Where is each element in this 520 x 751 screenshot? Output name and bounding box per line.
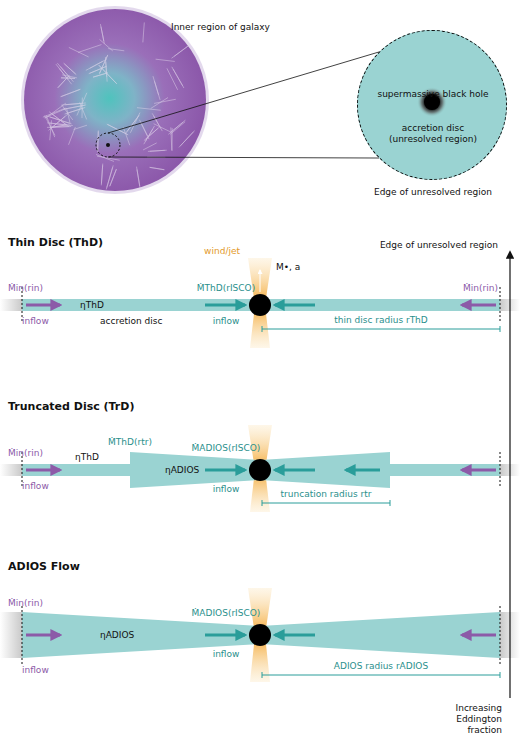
panel-title: ADIOS Flow — [8, 560, 80, 574]
annotation: M•, a — [276, 262, 300, 273]
annotation: Edge of unresolved region — [380, 240, 498, 251]
annotation: inflow — [213, 484, 240, 495]
panel-title: Thin Disc (ThD) — [8, 236, 103, 250]
node-label: supermassive black hole — [373, 89, 493, 100]
unresolved-region-circle: supermassive black hole accretion disc (u… — [357, 30, 507, 180]
annotation: inflow — [213, 316, 240, 327]
annotation: ṀThD(rtr) — [108, 437, 152, 448]
annotation: Increasing Eddington fraction — [430, 703, 502, 736]
annotation: ṀThD(rISCO) — [197, 283, 255, 294]
annotation: accretion disc — [100, 316, 162, 327]
panel-title: Truncated Disc (TrD) — [8, 400, 134, 414]
annotation: Ṁin(rin) — [463, 283, 498, 294]
node-label: Edge of unresolved region — [363, 187, 503, 198]
annotation: wind/jet — [204, 246, 240, 257]
annotation: ADIOS radius rADIOS — [334, 661, 428, 672]
annotation: inflow — [213, 649, 240, 660]
annotation: Ṁin(rin) — [8, 448, 43, 459]
annotation: ṀADIOS(rISCO) — [192, 608, 261, 619]
annotation: truncation radius rtr — [281, 489, 372, 500]
node-label: Inner region of galaxy — [171, 22, 311, 33]
galaxy-region: Inner region of galaxy — [21, 6, 209, 194]
annotation: Ṁin(rin) — [8, 283, 43, 294]
annotation: inflow — [22, 481, 49, 492]
annotation: ṀADIOS(rISCO) — [192, 443, 261, 454]
annotation: inflow — [22, 665, 49, 676]
annotation: ηThD — [80, 300, 104, 311]
annotation: ηADIOS — [165, 465, 199, 476]
annotation: ηADIOS — [100, 630, 134, 641]
node-label: accretion disc (unresolved region) — [388, 123, 478, 145]
annotation: Ṁin(rin) — [8, 598, 43, 609]
zoom-line — [108, 52, 379, 158]
annotation: ηThD — [75, 452, 99, 463]
annotation: inflow — [22, 316, 49, 327]
annotation: thin disc radius rThD — [334, 315, 428, 326]
